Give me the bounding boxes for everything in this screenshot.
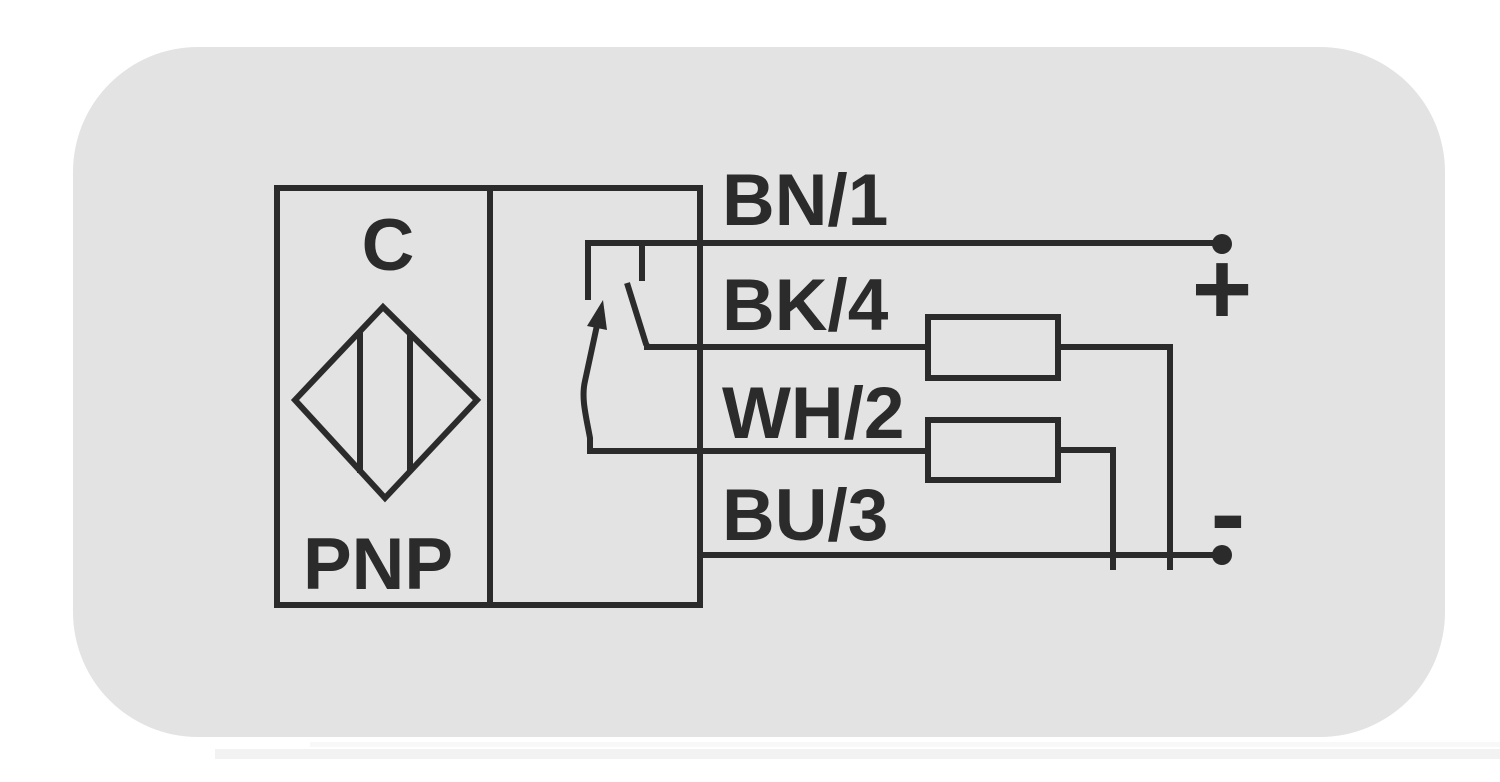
label-wh2: WH/2 bbox=[722, 373, 905, 454]
page-artifact-line bbox=[215, 749, 1500, 759]
wire-bn1 bbox=[585, 240, 1222, 300]
plus-terminal-label: + bbox=[1192, 231, 1253, 347]
negative-terminal-dot bbox=[1212, 545, 1232, 565]
wire-wh2 bbox=[580, 315, 928, 454]
positive-terminal-dot bbox=[1212, 234, 1232, 254]
diagram-fills bbox=[587, 234, 1232, 565]
label-bk4: BK/4 bbox=[722, 265, 889, 346]
actuation-arrow-icon bbox=[587, 300, 607, 330]
proximity-sensor-diamond-icon bbox=[290, 302, 482, 503]
sensor-function-letter: C bbox=[362, 205, 415, 286]
diagram-linework bbox=[274, 185, 1222, 608]
sensor-output-type: PNP bbox=[303, 524, 453, 605]
label-bu3: BU/3 bbox=[722, 475, 888, 556]
label-bn1: BN/1 bbox=[722, 160, 888, 241]
minus-terminal-label: - bbox=[1211, 456, 1246, 572]
page-artifact-line bbox=[310, 742, 1500, 747]
wire-bk4-return bbox=[1058, 344, 1173, 570]
gray-panel bbox=[73, 47, 1445, 737]
wire-wh2-return bbox=[1058, 447, 1116, 570]
